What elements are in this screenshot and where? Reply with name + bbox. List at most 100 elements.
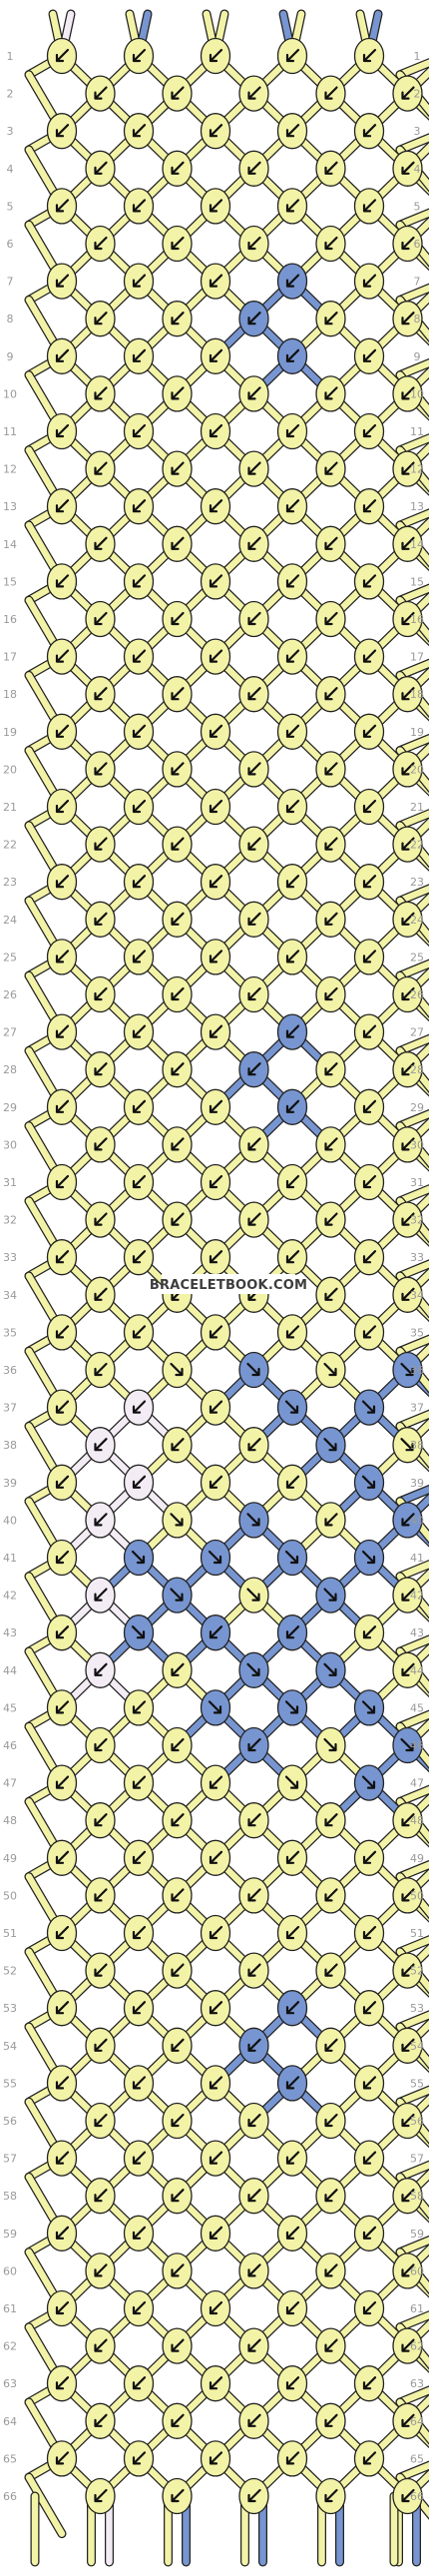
knot xyxy=(46,1013,78,1050)
backward-arrow-icon xyxy=(209,2076,223,2090)
backward-arrow-icon xyxy=(132,1325,147,1339)
knot xyxy=(123,1764,155,1801)
edge-thread xyxy=(396,1861,429,1880)
row-number-left: 29 xyxy=(3,1101,17,1114)
row-number-right: 38 xyxy=(410,1439,424,1452)
backward-arrow-icon xyxy=(94,1438,108,1452)
knot xyxy=(392,450,423,487)
knot xyxy=(162,2327,193,2364)
row-number-right: 36 xyxy=(410,1364,424,1377)
edge-thread xyxy=(396,1335,429,1355)
edge-thread xyxy=(396,2086,429,2106)
edge-thread xyxy=(396,2311,429,2331)
backward-arrow-icon xyxy=(171,611,185,626)
knot xyxy=(46,2289,78,2327)
backward-arrow-icon xyxy=(132,124,147,138)
row-number-left: 25 xyxy=(3,951,17,964)
edge-thread xyxy=(396,434,429,454)
backward-arrow-icon xyxy=(94,461,108,475)
knot xyxy=(162,1051,193,1088)
knot xyxy=(276,563,308,600)
knot xyxy=(200,1088,231,1125)
knot xyxy=(315,1952,346,1989)
knot xyxy=(353,1839,385,1876)
backward-arrow-icon xyxy=(171,2413,185,2427)
forward-arrow-icon xyxy=(284,1700,299,1714)
backward-arrow-icon xyxy=(209,423,223,438)
backward-arrow-icon xyxy=(132,875,147,889)
knot xyxy=(315,2102,346,2140)
knot xyxy=(162,901,193,938)
edge-thread xyxy=(396,209,429,229)
backward-arrow-icon xyxy=(324,2189,338,2203)
backward-arrow-icon xyxy=(285,2300,300,2315)
knot xyxy=(238,1651,269,1688)
knot xyxy=(353,1689,385,1726)
backward-arrow-icon xyxy=(94,986,108,1001)
row-number-left: 62 xyxy=(3,2340,17,2353)
knot xyxy=(276,1389,308,1426)
knot xyxy=(315,751,346,788)
knot xyxy=(238,2178,269,2215)
edge-thread xyxy=(396,1936,429,1956)
backward-arrow-icon xyxy=(94,1662,108,1676)
knot xyxy=(392,1726,423,1764)
knot xyxy=(200,2140,231,2177)
knot xyxy=(200,2440,231,2477)
backward-arrow-icon xyxy=(171,1737,185,1752)
backward-arrow-icon xyxy=(55,1775,70,1789)
edge-thread xyxy=(396,1035,429,1054)
knot xyxy=(276,1464,308,1501)
edge-thread xyxy=(396,1710,429,1730)
knot xyxy=(315,676,346,713)
backward-arrow-icon xyxy=(285,1625,300,1639)
backward-arrow-icon xyxy=(209,499,223,513)
backward-arrow-icon xyxy=(171,2488,185,2503)
edge-thread xyxy=(396,1185,429,1205)
knot xyxy=(353,1389,385,1426)
backward-arrow-icon xyxy=(324,1513,338,1527)
row-number-left: 32 xyxy=(3,1214,17,1227)
knot xyxy=(46,412,78,450)
knot xyxy=(123,713,155,750)
backward-arrow-icon xyxy=(401,386,415,400)
row-number-right: 51 xyxy=(410,1927,424,1940)
knot xyxy=(238,375,269,412)
edge-thread xyxy=(25,2473,66,2537)
row-number-left: 35 xyxy=(3,1326,17,1339)
backward-arrow-icon xyxy=(362,2001,377,2015)
knot xyxy=(46,1914,78,1952)
backward-arrow-icon xyxy=(362,1925,377,1940)
knot xyxy=(392,1651,423,1688)
row-number-right: 39 xyxy=(410,1477,424,1490)
row-number-right: 60 xyxy=(410,2264,424,2277)
backward-arrow-icon xyxy=(132,649,147,663)
knot xyxy=(315,975,346,1013)
row-number-left: 21 xyxy=(3,801,17,814)
row-number-left: 10 xyxy=(3,387,17,400)
knot xyxy=(392,1427,423,1464)
backward-arrow-icon xyxy=(55,124,70,138)
knot xyxy=(392,301,423,337)
knot xyxy=(276,2140,308,2177)
watermark-text: BRACELETBOOK.COM xyxy=(150,1278,307,1293)
knot xyxy=(392,1502,423,1539)
knot xyxy=(200,1839,231,1876)
row-number-left: 45 xyxy=(3,1701,17,1714)
backward-arrow-icon xyxy=(171,1438,185,1452)
backward-arrow-icon xyxy=(55,1325,70,1339)
knot xyxy=(85,600,116,638)
backward-arrow-icon xyxy=(285,2151,300,2165)
row-number-right: 57 xyxy=(410,2153,424,2166)
knot xyxy=(276,1314,308,1351)
backward-arrow-icon xyxy=(94,1362,108,1377)
row-number-left: 31 xyxy=(3,1176,17,1189)
backward-arrow-icon xyxy=(94,236,108,251)
knot xyxy=(392,1201,423,1238)
knot xyxy=(200,713,231,750)
knot xyxy=(276,1013,308,1050)
backward-arrow-icon xyxy=(285,574,300,588)
knot xyxy=(85,75,116,112)
row-number-right: 1 xyxy=(414,50,421,63)
edge-thread xyxy=(396,2162,429,2181)
